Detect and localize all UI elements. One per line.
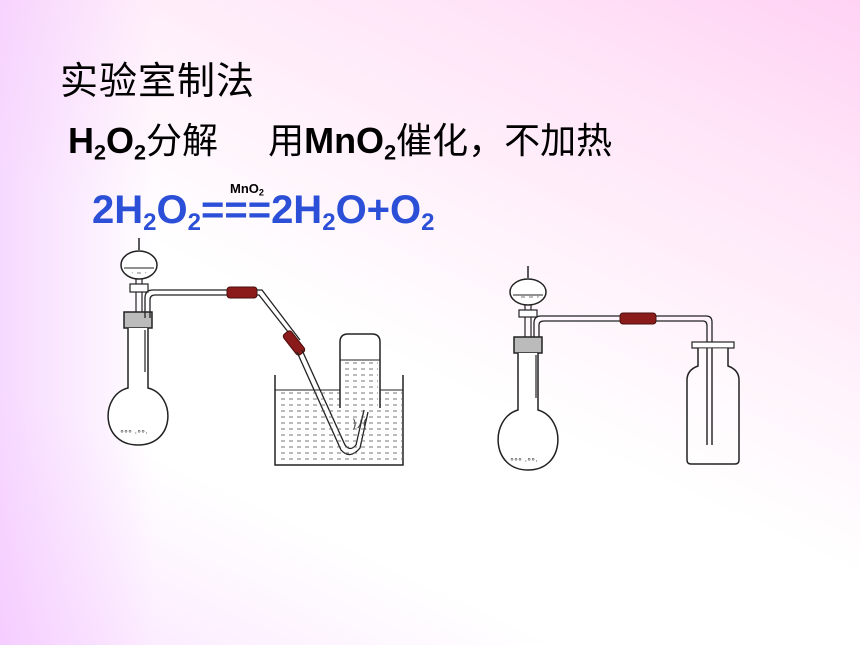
round-flask-right: °°° ·°°· bbox=[497, 353, 559, 471]
water-collection-apparatus: °°° ·°°· )ﾉ( bbox=[107, 238, 404, 466]
catalyst-text: 催化，不加热 bbox=[396, 121, 613, 162]
delivery-tube-right bbox=[533, 315, 620, 337]
decompose-text: 分解 bbox=[146, 121, 219, 162]
collection-bottle-inverted: )ﾉ( bbox=[339, 333, 381, 431]
collection-bottle-upright bbox=[686, 341, 740, 465]
water-trough bbox=[274, 375, 404, 466]
reactant-symbol: H2O2 bbox=[68, 120, 147, 165]
page-title: 实验室制法 bbox=[60, 59, 256, 103]
air-displacement-apparatus: °°° ·°°· bbox=[497, 266, 740, 471]
method-description: H2O2分解 用MnO2催化，不加热 bbox=[68, 112, 612, 165]
svg-text:°°° ·°°·: °°° ·°°· bbox=[510, 457, 538, 466]
stopper-left bbox=[123, 311, 153, 329]
reaction-condition: MnO2 bbox=[230, 181, 264, 198]
reaction-arrow: === bbox=[200, 188, 272, 232]
use-text: 用 bbox=[268, 121, 305, 162]
delivery-tube-left bbox=[144, 289, 228, 318]
rubber-connector-3 bbox=[619, 312, 657, 325]
rubber-connector-1 bbox=[226, 286, 258, 299]
svg-text:°°° ·°°·: °°° ·°°· bbox=[120, 429, 148, 438]
catalyst-symbol: MnO2 bbox=[304, 120, 397, 165]
rubber-connector-2 bbox=[282, 330, 306, 356]
svg-text:)ﾉ(: )ﾉ( bbox=[352, 417, 367, 431]
chemical-equation: 2H2O2===2H2O+O2 bbox=[92, 188, 435, 237]
stopper-right bbox=[513, 336, 543, 354]
round-flask-left: °°° ·°°· bbox=[107, 328, 169, 446]
